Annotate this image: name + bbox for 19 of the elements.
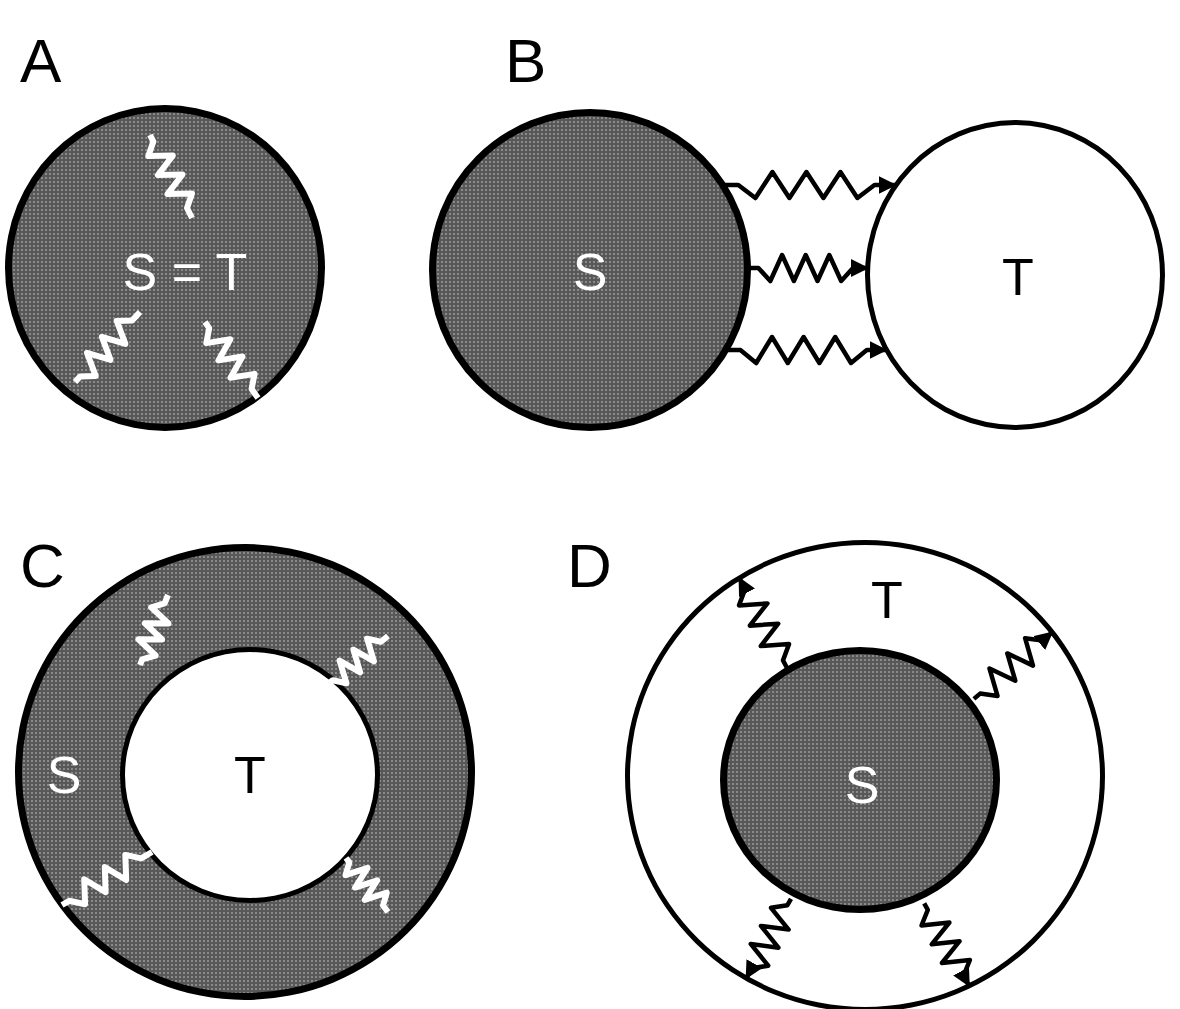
region-label: T — [234, 749, 266, 801]
open-circle — [120, 647, 380, 903]
region-label: S = T — [122, 246, 248, 298]
panel-letter: A — [20, 30, 62, 92]
region-label: S — [572, 246, 608, 298]
wavy-arrow — [727, 334, 888, 366]
panel-letter: B — [505, 30, 547, 92]
wavy-arrow — [724, 169, 897, 201]
panel-letter: D — [567, 535, 612, 597]
region-label: T — [1002, 251, 1034, 303]
wavy-arrow — [744, 897, 793, 980]
wavy-arrow — [749, 252, 869, 284]
wavy-arrow — [972, 630, 1054, 701]
wavy-arrow — [736, 576, 792, 669]
region-label: S — [46, 749, 82, 801]
panel-letter: C — [20, 535, 65, 597]
region-label: S — [844, 759, 880, 811]
wavy-arrow — [919, 902, 973, 987]
region-label: T — [871, 574, 903, 626]
